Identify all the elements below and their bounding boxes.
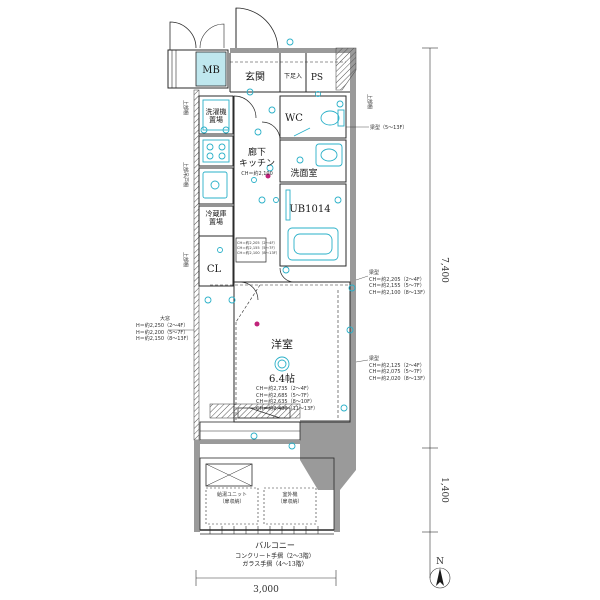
washer-sub-label: 置場 — [209, 115, 223, 124]
balcony-note-1: コンクリート手摺（2～3階） — [235, 553, 315, 560]
partitions — [198, 53, 351, 423]
western-room-label: 洋室 — [271, 337, 293, 351]
washbasin-icon — [315, 143, 343, 167]
washer-icon — [202, 99, 230, 131]
western-room-size: 6.4帖 — [269, 372, 295, 385]
shoe-storage-label: 下足入 — [284, 73, 302, 80]
upper-shelf-right-note: 上部棚 — [366, 94, 373, 109]
entrance-door-arc — [235, 7, 279, 51]
mb-door-arc — [169, 21, 197, 50]
beam-top-note: 梁型（5～13F） — [370, 124, 407, 131]
mb-closet: MB — [167, 49, 229, 89]
unit-bath-label: UB1014 — [289, 204, 330, 215]
upper-shelf-note-2: 上部棚 — [182, 252, 189, 267]
beam-mid-note: 梁型 CH＝約2,205（2～4F） CH＝約2,155（5～7F） CH＝約2… — [369, 270, 428, 296]
beam-dashes — [210, 61, 350, 420]
dimension-width: 3,000 — [253, 585, 279, 595]
window-height-note: H＝約2,250（2～4F） H＝約2,200（5～7F） H＝約2,150（8… — [136, 323, 192, 342]
ps-label: PS — [311, 73, 323, 83]
washer-label: 洗濯機 — [206, 107, 227, 116]
fridge-sub-label: 置場 — [209, 217, 223, 226]
wc-label: WC — [285, 113, 303, 124]
window-strip — [199, 403, 301, 444]
balcony-note-2: ガラス手摺（4～13階） — [242, 561, 308, 568]
mb-label: MB — [202, 65, 220, 76]
accent-dots — [254, 173, 271, 327]
outdoor-unit-2-label: 室外機 — [282, 491, 297, 498]
dimension-lines — [195, 47, 438, 586]
fixtures — [200, 38, 356, 450]
kitchen-label: キッチン — [239, 158, 275, 169]
compass-north-label: N — [436, 557, 444, 567]
hall-label: 廊下 — [248, 146, 266, 158]
outdoor-unit-1-sub: （扉収納） — [219, 498, 244, 505]
kitchen-sink-icon — [202, 171, 228, 199]
dimension-height-main: 7,400 — [439, 257, 449, 283]
balcony-label: バルコニー — [255, 541, 295, 550]
closet-label: CL — [207, 264, 222, 275]
entrance-label: 玄関 — [245, 70, 265, 83]
outdoor-unit-1-label: 給湯ユニット — [217, 491, 247, 498]
cl-ch-note: CH＝約2,205（2～4F） CH＝約2,155（5～7F） CH＝約2,10… — [237, 241, 280, 255]
upper-shelf-note: 上部棚 — [182, 100, 189, 115]
bathtub-icon — [287, 227, 339, 261]
beam-low-note: 梁型 CH＝約2,125（2～4F） CH＝約2,075（5～7F） CH＝約2… — [369, 356, 428, 382]
ceiling-light-icon — [274, 356, 290, 372]
interior-doors — [233, 95, 295, 419]
washroom-label: 洗面室 — [290, 167, 317, 179]
stove-icon — [202, 139, 230, 163]
mb-door-arc — [199, 23, 225, 49]
balcony: 給湯ユニット （扉収納） 室外機 （扉収納） — [199, 457, 335, 535]
fridge-label: 冷蔵庫 — [206, 209, 227, 218]
room-ch-note: CH＝約2,735（2～4F） CH＝約2,685（5～7F） CH＝約2,63… — [256, 386, 319, 412]
upper-cabinet-note: 上部吊戸棚 — [182, 162, 189, 187]
outdoor-unit-2-sub: （扉収納） — [277, 498, 302, 505]
window-height-title: 大窓 — [160, 316, 171, 322]
toilet-icon — [320, 110, 340, 126]
kitchen-ch-label: CH＝約2,100 — [241, 170, 273, 177]
dimension-height-balcony: 1,400 — [439, 477, 449, 503]
north-compass-icon: N — [429, 557, 451, 589]
